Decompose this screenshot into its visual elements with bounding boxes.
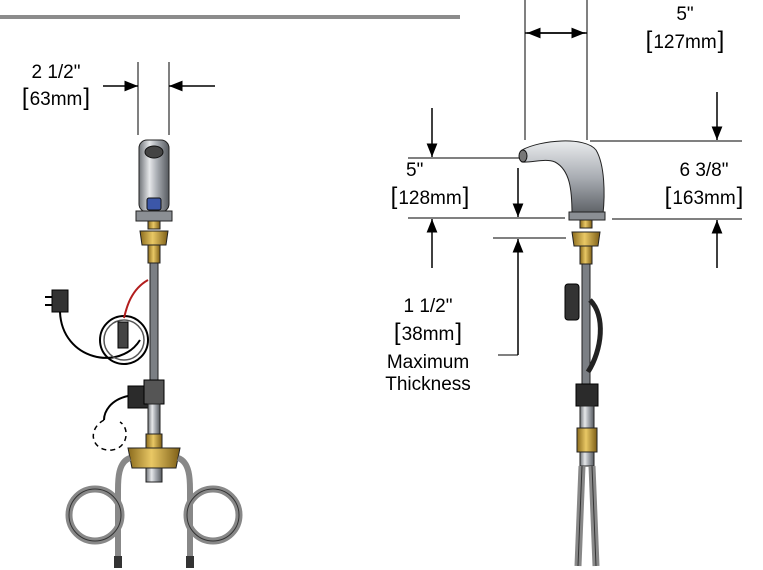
side-spout-height-mm: 128mm bbox=[374, 186, 486, 210]
side-total-height-label: 6 3/8" 163mm bbox=[648, 160, 760, 210]
side-total-height-inches: 6 3/8" bbox=[679, 160, 729, 181]
side-total-height-mm: 163mm bbox=[648, 186, 760, 210]
deck-thickness-note-1: Maximum bbox=[386, 352, 470, 373]
deck-thickness-note-2: Thickness bbox=[385, 374, 471, 395]
deck-thickness-inches: 1 1/2" bbox=[403, 296, 453, 317]
side-reach-inches: 5" bbox=[676, 4, 694, 25]
front-width-label: 2 1/2" 63mm bbox=[4, 62, 108, 111]
side-view-faucet bbox=[408, 0, 742, 567]
header-bar bbox=[0, 0, 463, 17]
deck-thickness-mm: 38mm bbox=[368, 322, 488, 346]
side-reach-label: 5" 127mm bbox=[630, 4, 740, 54]
front-width-mm: 63mm bbox=[4, 87, 108, 111]
front-width-inches: 2 1/2" bbox=[31, 62, 81, 83]
side-spout-height-inches: 5" bbox=[406, 160, 424, 181]
side-reach-mm: 127mm bbox=[630, 30, 740, 54]
deck-thickness-label: 1 1/2" 38mm Maximum Thickness bbox=[368, 296, 488, 396]
side-spout-height-label: 5" 128mm bbox=[374, 160, 486, 210]
front-view-faucet bbox=[45, 62, 243, 568]
